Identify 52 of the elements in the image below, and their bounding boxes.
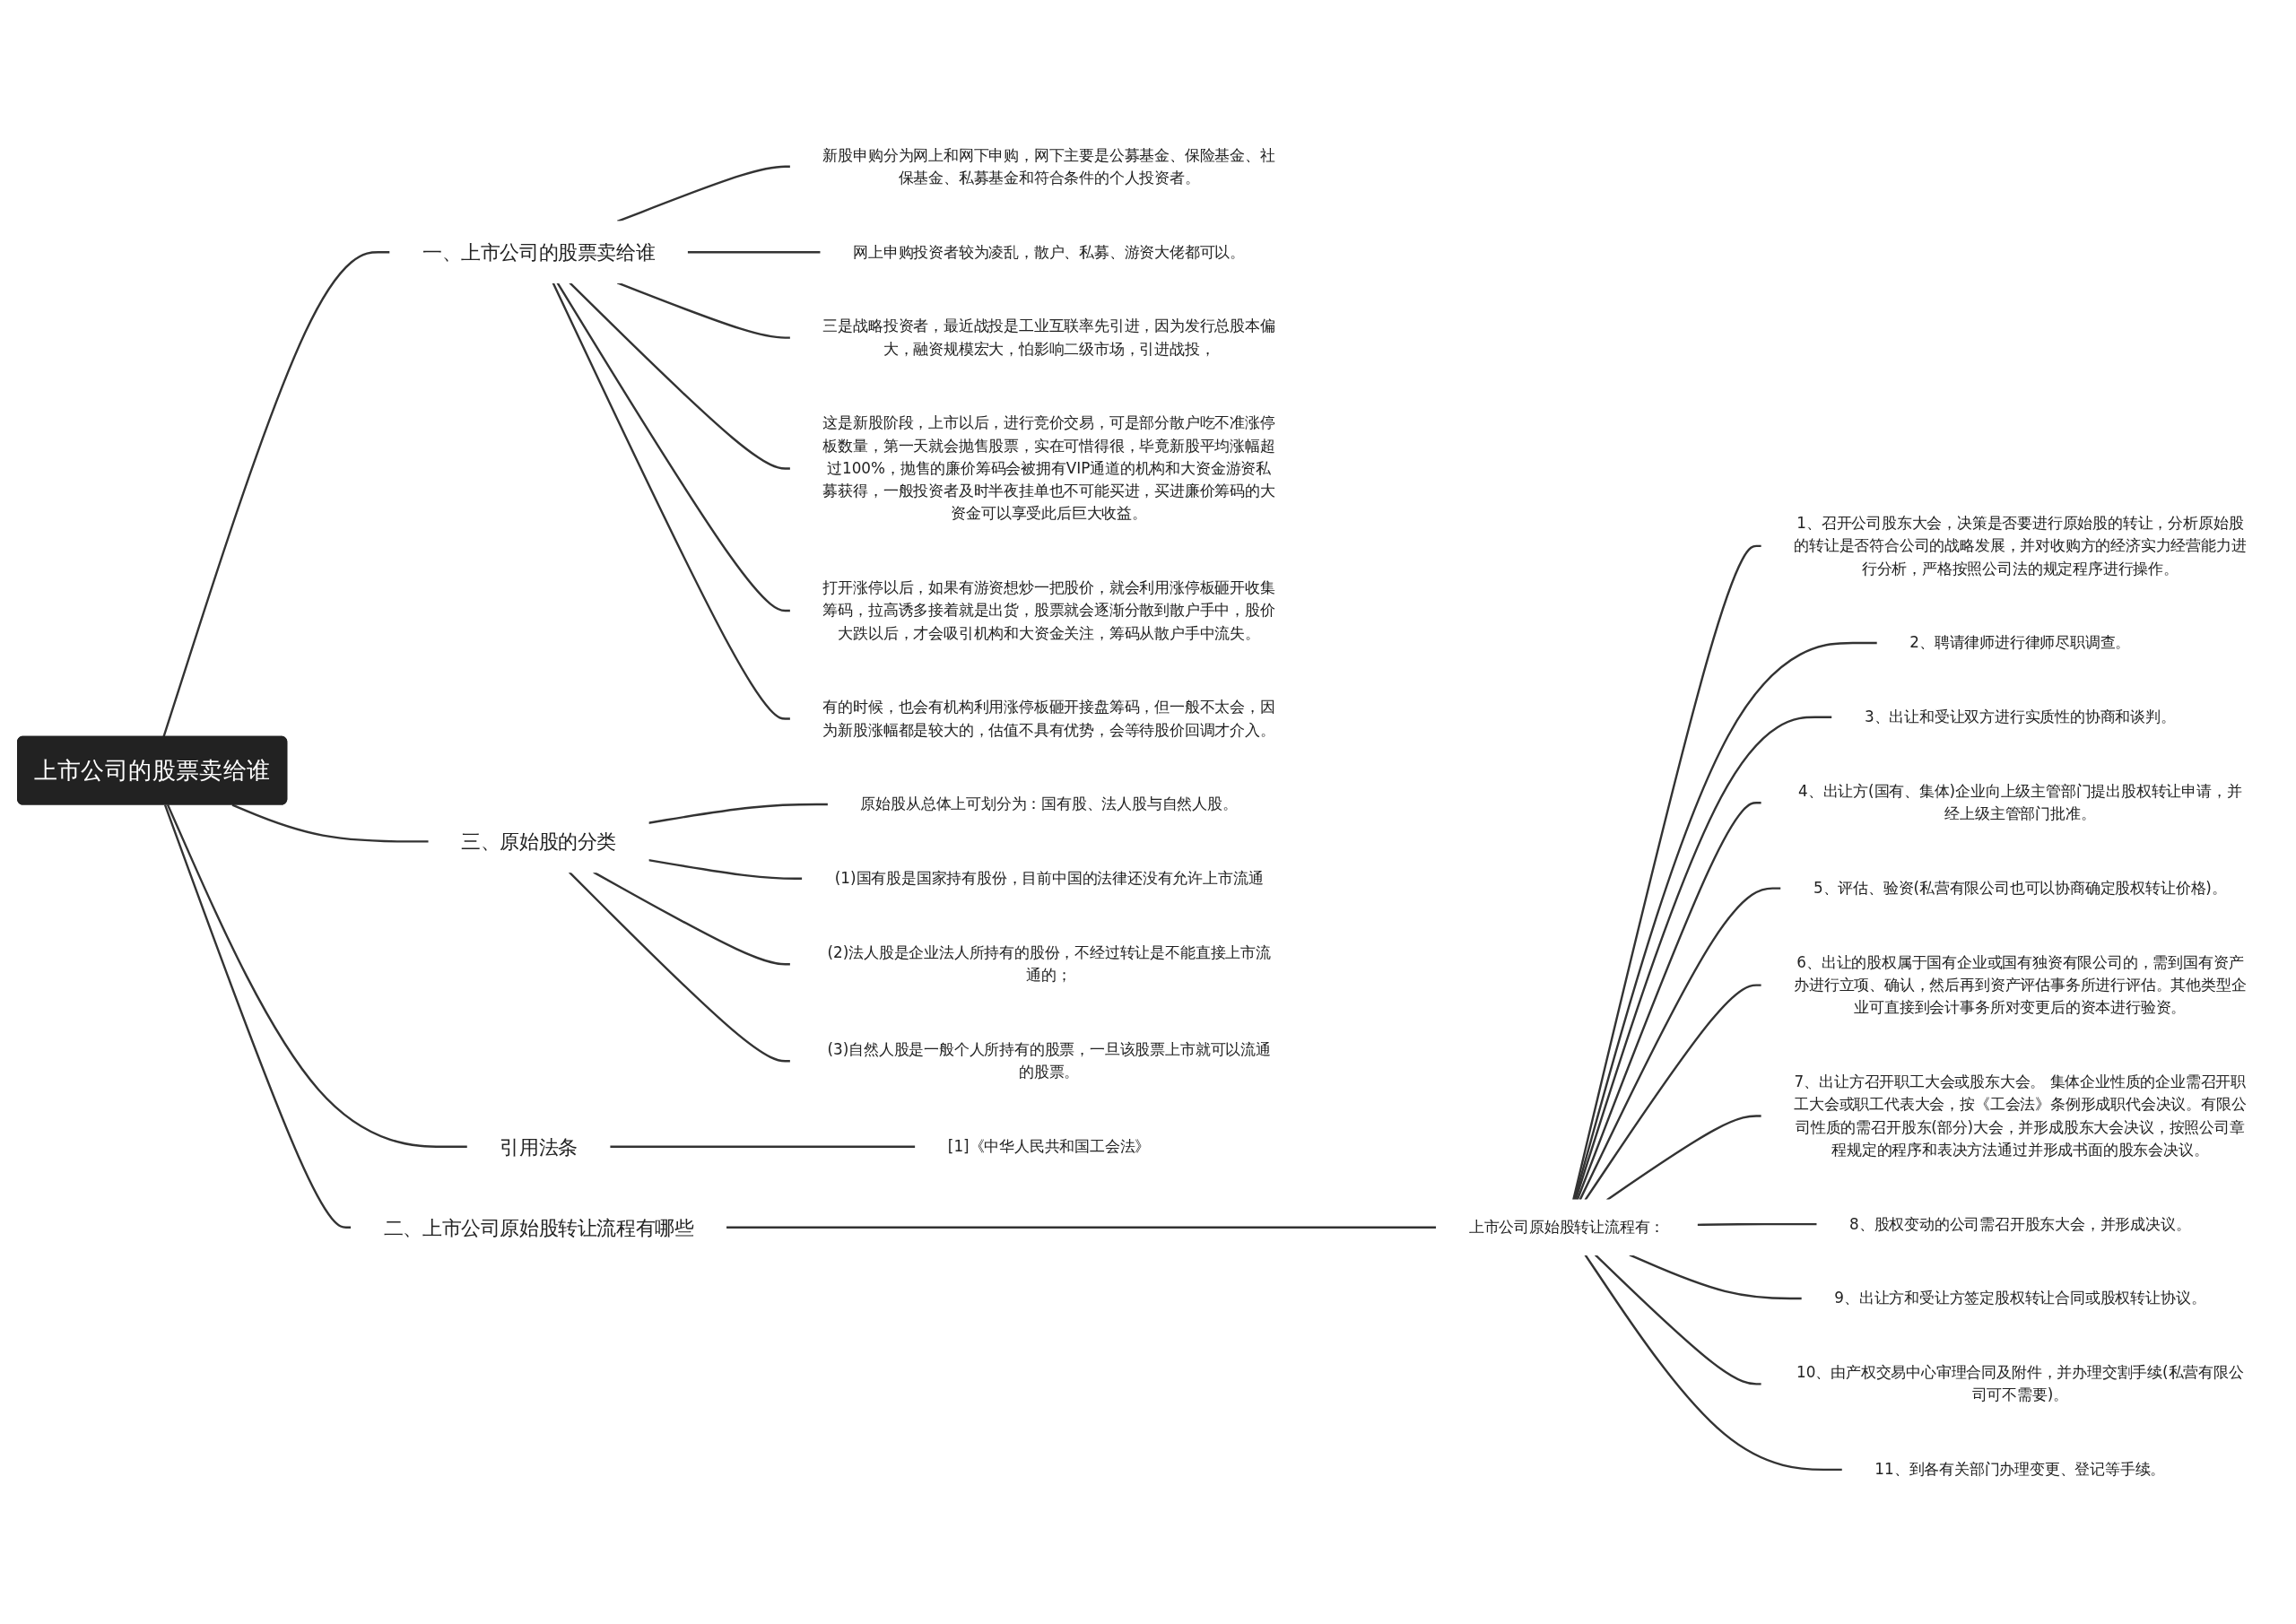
connector [687, 250, 822, 253]
connector [163, 803, 352, 1229]
connector [1573, 641, 1878, 1200]
node-text: 网上申购投资者较为凌乱，散户、私募、游资大佬都可以。 [853, 242, 1246, 260]
node-text: (2)法人股是企业法人所持有的股份，不经过转让是不能直接上市流通的； [827, 942, 1271, 984]
connector [1572, 544, 1762, 1200]
node-text: 7、出让方召开职工大会或股东大会。 集体企业性质的企业需召开职工大会或职工代表大会，按《工会法》条例形成职代会决议。有限公司性质的需召开股东(部分)大会，并形成股东大会决议，按照公司章程规定的程序和表决方法通过并形成书面的股东会决议。 [1794, 1072, 2247, 1158]
connector [1584, 983, 1762, 1201]
connector [1578, 886, 1781, 1201]
connector [593, 871, 791, 965]
node-text: 2、聘请律师进行律师尽职调查。 [1909, 633, 2131, 651]
connector [609, 1145, 916, 1148]
node-text: 新股申购分为网上和网下申购，网下主要是公募基金、保险基金、社保基金、私募基金和符合条件的个人投资者。 [822, 145, 1275, 186]
connector [1605, 1114, 1762, 1201]
connector [726, 1226, 1437, 1229]
node-text: 10、由产权交易中心审理合同及附件，并办理交割手续(私营有限公司可不需要)。 [1796, 1363, 2244, 1403]
node-text: 二、上市公司原始股转让流程有哪些 [383, 1215, 694, 1238]
connector [1576, 801, 1762, 1201]
node-text: 1、召开公司股东大会，决策是否要进行原始股的转让，分析原始股的转让是否符合公司的战略发展，并对收购方的经济实力经营能力进行分析，严格按照公司法的规定程序进行操作。 [1794, 514, 2247, 577]
connector [1574, 716, 1832, 1200]
connector [569, 282, 791, 470]
node-text: 三是战略投资者，最近战投是工业互联率先引进，因为发行总股本偏大，融资规模宏大，怕影响二级市场，引进战投， [822, 317, 1275, 357]
connector [231, 803, 430, 843]
node-text: 打开涨停以后，如果有游资想炒一把股价，就会利用涨停板砸开收集筹码，拉高诱多接着就是出货，股票就会逐渐分散到散户手中，股价大跌以后，才会吸引机构和大资金关注，筹码从散户手中流失。 [822, 578, 1275, 641]
node-text: 这是新股阶段，上市以后，进行竞价交易，可是部分散户吃不准涨停板数量，第一天就会抛售股票，实在可惜得很，毕竟新股平均涨幅超过100%，抛售的廉价筹码会被拥有VIP通道的机构和大资金游资私募获得，一般投资者及时半夜挂单也不可能买进，买进廉价筹码的大资金可以享受此后巨大收益。 [822, 413, 1275, 522]
connector [556, 282, 791, 612]
node-text: 3、出让和受让双方进行实质性的协商和谈判。 [1864, 708, 2176, 725]
connector [1697, 1222, 1818, 1226]
node-text: 9、出让方和受让方签定股权转让合同或股权转让协议。 [1834, 1289, 2206, 1307]
connector [552, 282, 791, 720]
node-text: 引用法条 [500, 1134, 578, 1158]
connector [616, 281, 791, 339]
node-text: 6、出让的股权属于国有企业或国有独资有限公司的，需到国有资产办进行立项、确认，然后再到资产评估事务所进行评估。其他类型企业可直接到会计事务所对变更后的资本进行验资。 [1794, 952, 2247, 1016]
node-text: (3)自然人股是一般个人所持有的股票，一旦该股票上市就可以流通的股票。 [827, 1039, 1271, 1081]
node-text: (1)国有股是国家持有股份，目前中国的法律还没有允许上市流通 [834, 869, 1264, 887]
node-text: 原始股从总体上可划分为：国有股、法人股与自然人股。 [860, 795, 1238, 812]
connector [568, 871, 791, 1062]
connector [1594, 1254, 1762, 1385]
node-text: 有的时候，也会有机构利用涨停板砸开接盘筹码，但一般不太会，因为新股涨幅都是较大的，估值不具有优势，会等待股价回调才介入。 [822, 698, 1275, 738]
connector [1629, 1253, 1803, 1299]
node-text: 11、到各有关部门办理变更、登记等手续。 [1874, 1460, 2166, 1478]
connector [162, 250, 390, 737]
node-text: 上市公司原始股转让流程有： [1468, 1218, 1665, 1236]
node-text: 三、原始股的分类 [461, 829, 617, 853]
node-text: 8、股权变动的公司需召开股东大会，并形成决议。 [1849, 1214, 2191, 1232]
node-text: [1]《中华人民共和国工会法》 [947, 1137, 1151, 1155]
node-text: 一、上市公司的股票卖给谁 [422, 240, 656, 264]
node-text: 5、评估、验资(私营有限公司也可以协商确定股权转让价格)。 [1813, 878, 2227, 897]
connector [166, 803, 468, 1148]
connector [616, 165, 791, 222]
connector [1584, 1254, 1843, 1471]
node-text: 4、出让方(国有、集体)企业向上级主管部门提出股权转让申请，并经上级主管部门批准。 [1798, 781, 2242, 822]
